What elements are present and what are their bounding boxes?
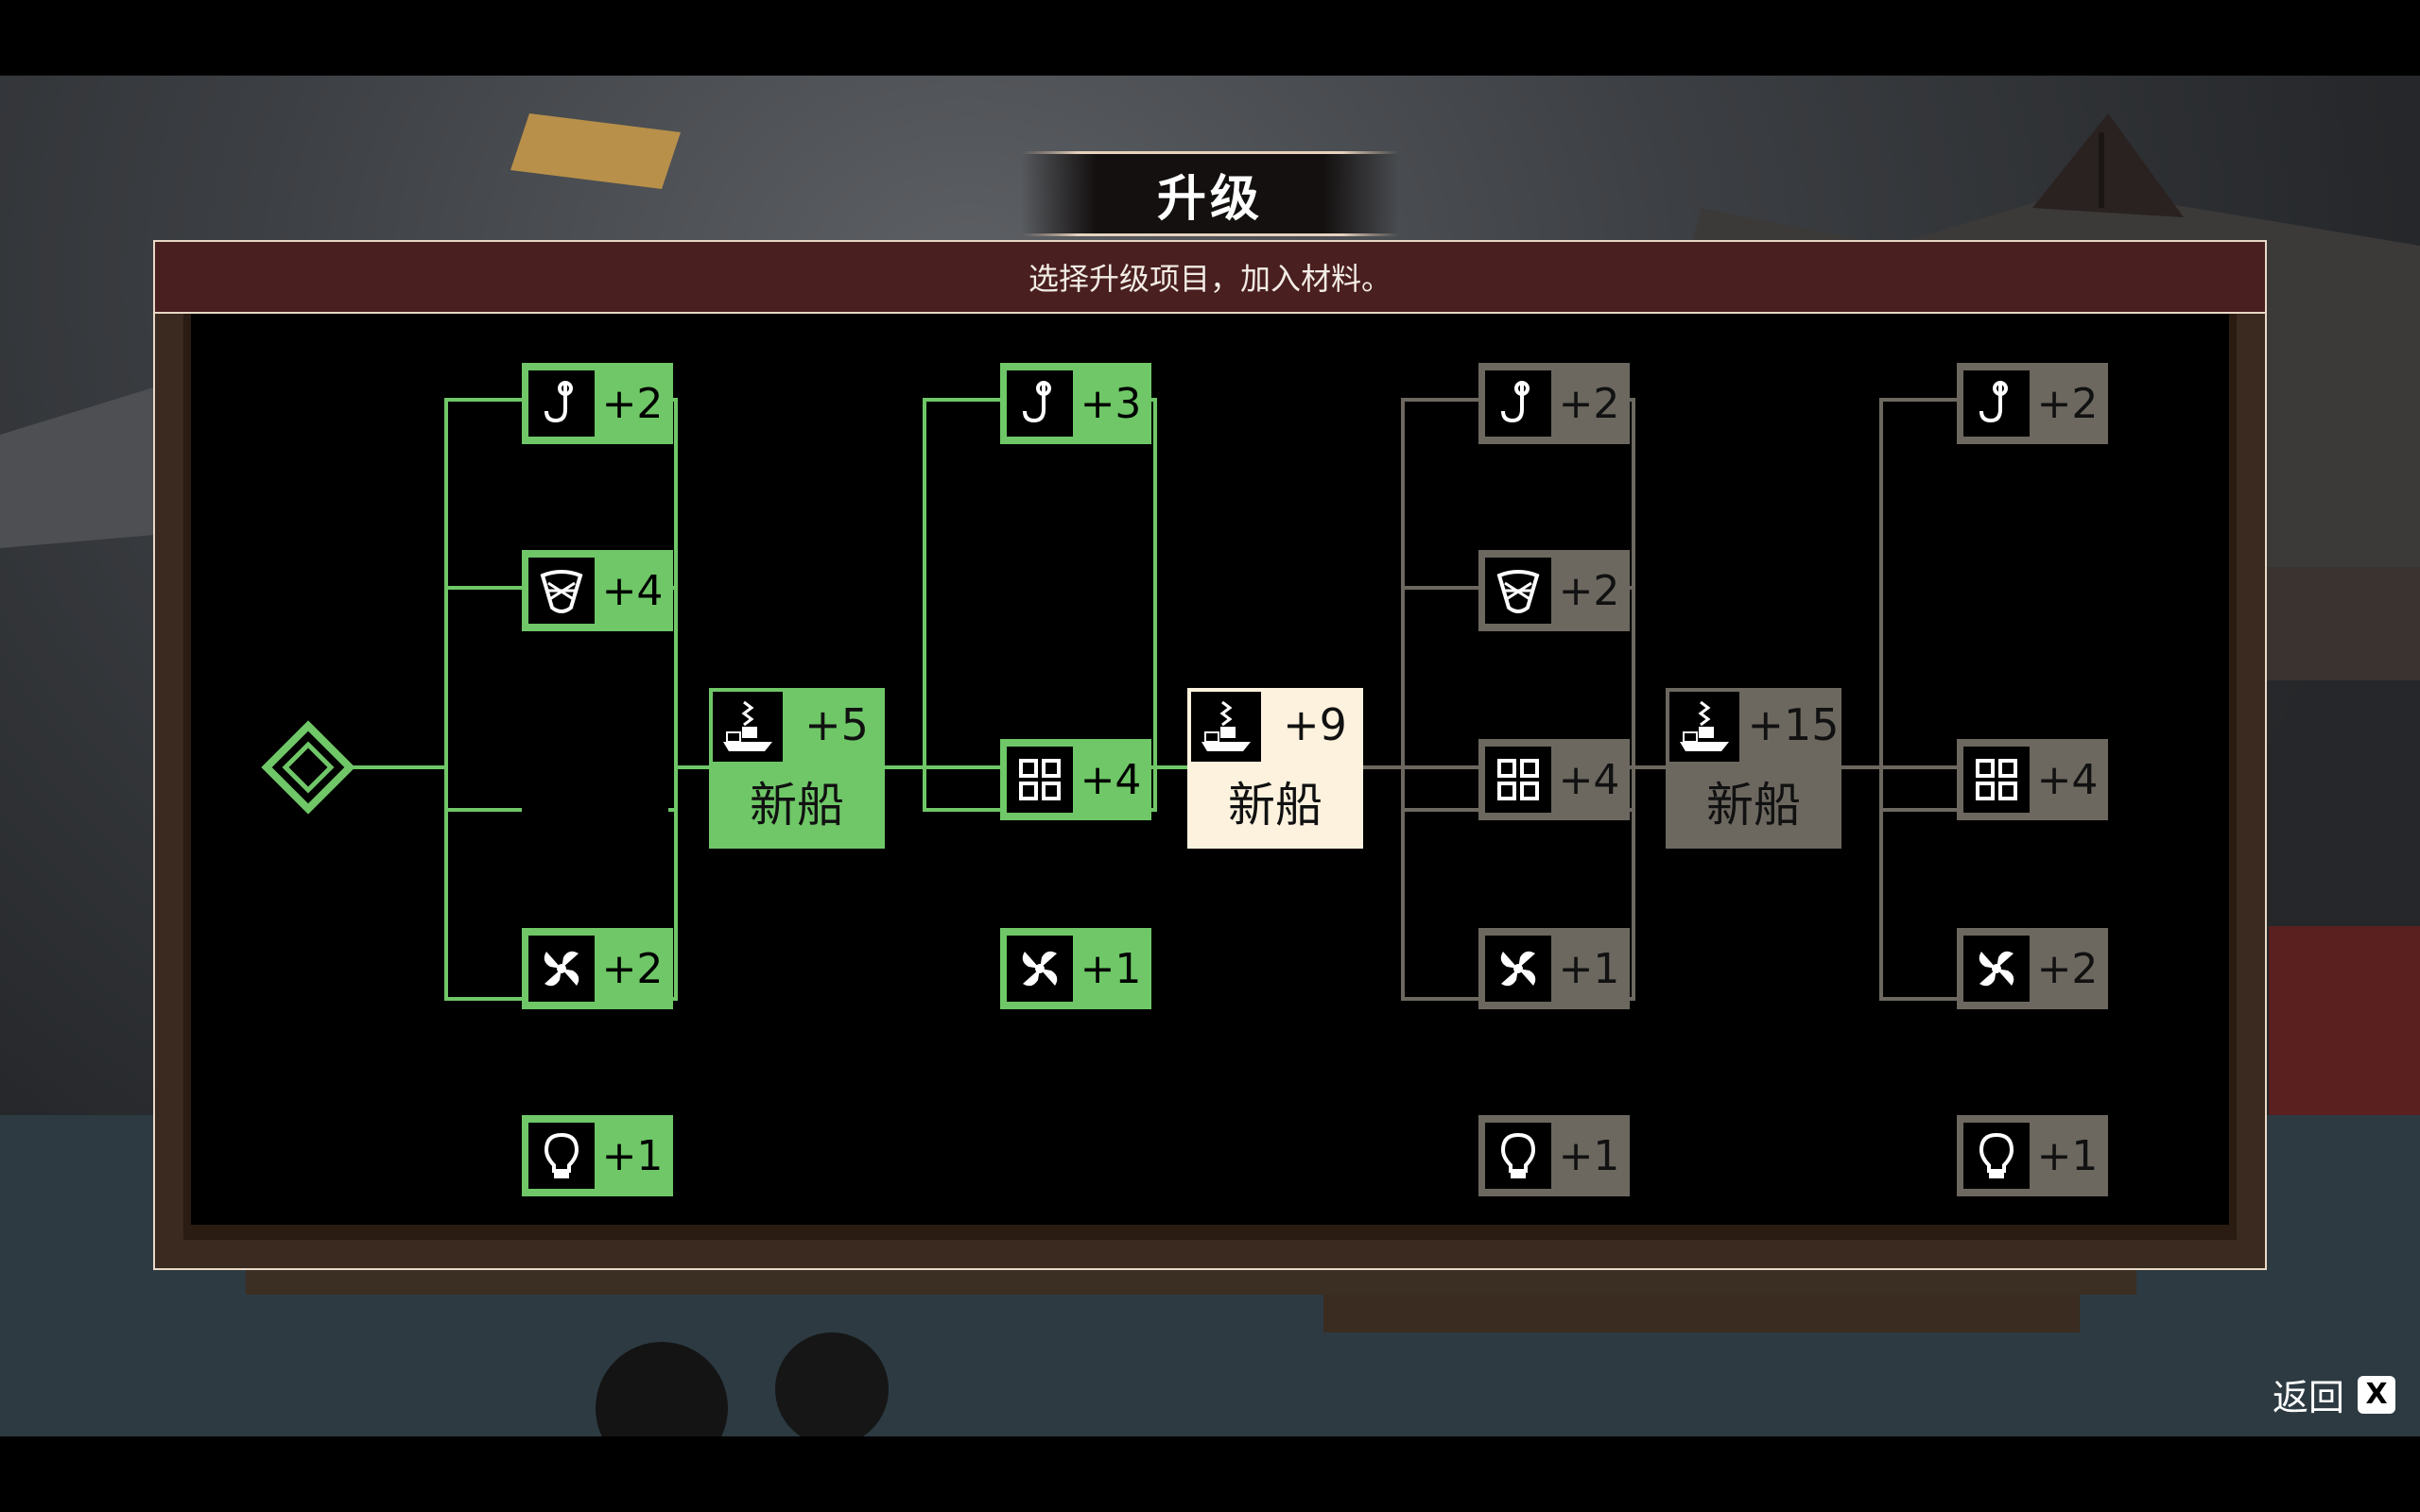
boat-icon — [1669, 692, 1739, 762]
engine-upgrade-2[interactable]: +1 — [1000, 928, 1151, 1009]
rod-upgrade-1-value: +2 — [601, 379, 664, 428]
rod-upgrade-3-value: +2 — [1558, 379, 1620, 428]
fishing-hook-icon — [1485, 370, 1551, 437]
light-upgrade-1[interactable]: +1 — [522, 1115, 673, 1196]
storage-upgrade-2-value: +4 — [1080, 755, 1142, 804]
storage-grid-icon — [1485, 747, 1551, 813]
lightbulb-icon — [1963, 1123, 2030, 1189]
storage-upgrade-3[interactable]: +4 — [1478, 739, 1630, 820]
engine-upgrade-1-value: +2 — [601, 944, 664, 993]
storage-upgrade-2[interactable]: +4 — [1000, 739, 1151, 820]
boat-icon — [1191, 692, 1261, 762]
engine-upgrade-4[interactable]: +2 — [1957, 928, 2108, 1009]
storage-grid-icon — [1963, 747, 2030, 813]
new-boat-tier-1-value: +5 — [804, 699, 869, 750]
fishing-hook-icon — [1963, 370, 2030, 437]
engine-upgrade-3-value: +1 — [1558, 944, 1620, 993]
new-boat-tier-2-label: 新船 — [1228, 778, 1322, 833]
light-upgrade-4[interactable]: +1 — [1957, 1115, 2108, 1196]
upgrade-panel: 选择升级项目，加入材料。 — [153, 240, 2267, 1270]
engine-upgrade-3[interactable]: +1 — [1478, 928, 1630, 1009]
title-banner: 升级 — [1021, 151, 1399, 236]
rod-upgrade-3[interactable]: +2 — [1478, 363, 1630, 444]
new-boat-tier-2-value: +9 — [1283, 699, 1347, 750]
engine-upgrade-2-value: +1 — [1080, 944, 1142, 993]
propeller-icon — [1485, 936, 1551, 1002]
upgrade-tree: +2 +4 +2 +1 +5 新船 — [183, 314, 2237, 1240]
light-upgrade-4-value: +1 — [2036, 1131, 2099, 1180]
fishing-hook-icon — [1007, 370, 1073, 437]
lightbulb-icon — [1485, 1123, 1551, 1189]
back-label: 返回 — [2273, 1377, 2345, 1418]
instruction-banner: 选择升级项目，加入材料。 — [155, 242, 2265, 314]
rod-upgrade-4-value: +2 — [2036, 379, 2099, 428]
net-upgrade-1[interactable]: +4 — [522, 550, 673, 631]
fishing-net-icon — [1485, 558, 1551, 624]
engine-upgrade-1[interactable]: +2 — [522, 928, 673, 1009]
fishing-hook-icon — [528, 370, 595, 437]
rod-upgrade-4[interactable]: +2 — [1957, 363, 2108, 444]
start-diamond-icon — [261, 720, 355, 815]
new-boat-tier-3-label: 新船 — [1706, 778, 1801, 833]
storage-upgrade-4-value: +4 — [2036, 755, 2099, 804]
storage-upgrade-3-value: +4 — [1558, 755, 1620, 804]
net-upgrade-3-value: +2 — [1558, 566, 1620, 615]
net-upgrade-3[interactable]: +2 — [1478, 550, 1630, 631]
new-boat-tier-3-value: +15 — [1747, 699, 1840, 750]
propeller-icon — [1963, 936, 2030, 1002]
propeller-icon — [1007, 936, 1073, 1002]
lightbulb-icon — [528, 1123, 595, 1189]
rod-upgrade-2[interactable]: +3 — [1000, 363, 1151, 444]
rod-upgrade-1[interactable]: +2 — [522, 363, 673, 444]
light-upgrade-1-value: +1 — [601, 1131, 664, 1180]
boat-icon — [713, 692, 783, 762]
storage-grid-icon — [1007, 747, 1073, 813]
x-key-icon: X — [2358, 1375, 2396, 1414]
light-upgrade-3-value: +1 — [1558, 1131, 1620, 1180]
fishing-net-icon — [528, 558, 595, 624]
instruction-text: 选择升级项目，加入材料。 — [1028, 261, 1392, 297]
storage-upgrade-4[interactable]: +4 — [1957, 739, 2108, 820]
back-button[interactable]: 返回 X — [2273, 1368, 2396, 1420]
rod-upgrade-2-value: +3 — [1080, 379, 1142, 428]
new-boat-tier-1-label: 新船 — [750, 778, 844, 833]
net-upgrade-1-value: +4 — [601, 566, 664, 615]
new-boat-tier-2[interactable]: +9 新船 — [1187, 688, 1363, 849]
propeller-icon — [528, 936, 595, 1002]
new-boat-tier-3[interactable]: +15 新船 — [1666, 688, 1841, 849]
new-boat-tier-1[interactable]: +5 新船 — [709, 688, 885, 849]
light-upgrade-3[interactable]: +1 — [1478, 1115, 1630, 1196]
engine-upgrade-4-value: +2 — [2036, 944, 2099, 993]
page-title: 升级 — [1156, 170, 1263, 228]
